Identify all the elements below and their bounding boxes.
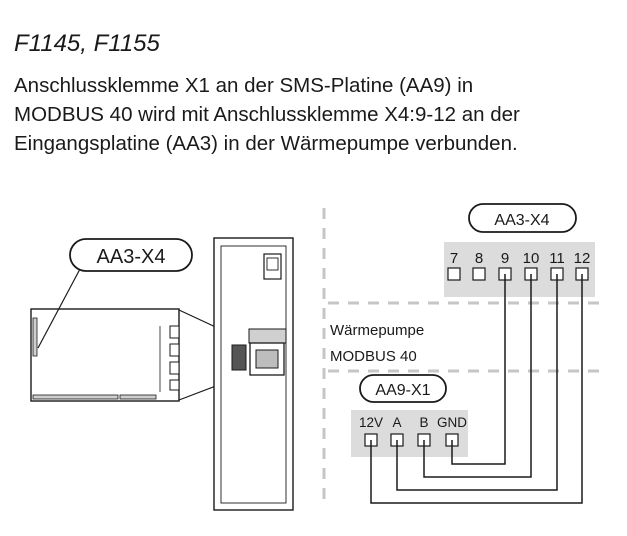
terminal-number: 9: [501, 250, 509, 267]
terminal-number: 11: [549, 250, 565, 267]
document-heading: F1145, F1155: [14, 30, 160, 57]
terminal-number: 12: [574, 250, 591, 267]
label-modbus-40: MODBUS 40: [330, 348, 417, 365]
terminal-label-12v: 12V: [359, 415, 383, 430]
intro-line-3: Eingangsplatine (AA3) in der Wärmepumpe …: [14, 132, 518, 155]
x1-terminal-slots: [364, 433, 459, 447]
right-callout-label: AA3-X4: [494, 212, 549, 229]
wire-gnd-to-9: [451, 274, 506, 465]
intro-line-1: Anschlussklemme X1 an der SMS-Platine (A…: [14, 74, 474, 97]
wires: [370, 274, 583, 504]
x4-terminal-numbers: 7 8 9 10 11 12: [450, 250, 591, 267]
terminal-number: 7: [450, 250, 458, 267]
right-callout-aa3-x4: [468, 203, 577, 233]
label-heat-pump: Wärmepumpe: [330, 322, 424, 339]
modbus-callout-label: AA9-X1: [375, 382, 430, 399]
terminal-label-a: A: [392, 415, 401, 430]
input-board-aa3: [30, 308, 180, 402]
terminal-number: 10: [523, 250, 540, 267]
wire-b-to-10: [423, 274, 532, 478]
terminal-label-gnd: GND: [437, 415, 467, 430]
heat-pump-cabinet: [213, 237, 294, 511]
wire-a-to-11: [396, 274, 558, 491]
modbus-callout-aa9-x1: [359, 374, 447, 403]
terminal-block-x4: [444, 242, 595, 297]
intro-paragraph: Anschlussklemme X1 an der SMS-Platine (A…: [14, 71, 619, 158]
left-callout-label: AA3-X4: [97, 246, 166, 268]
x1-terminal-labels: 12V A B GND: [359, 415, 467, 430]
intro-line-2: MODBUS 40 wird mit Anschlussklemme X4:9-…: [14, 103, 520, 126]
terminal-label-b: B: [419, 415, 428, 430]
left-callout-aa3-x4: [69, 238, 193, 272]
left-callout-leader: [37, 268, 81, 349]
terminal-number: 8: [475, 250, 483, 267]
wire-12v-to-12: [370, 274, 583, 504]
section-dividers: [322, 208, 600, 508]
